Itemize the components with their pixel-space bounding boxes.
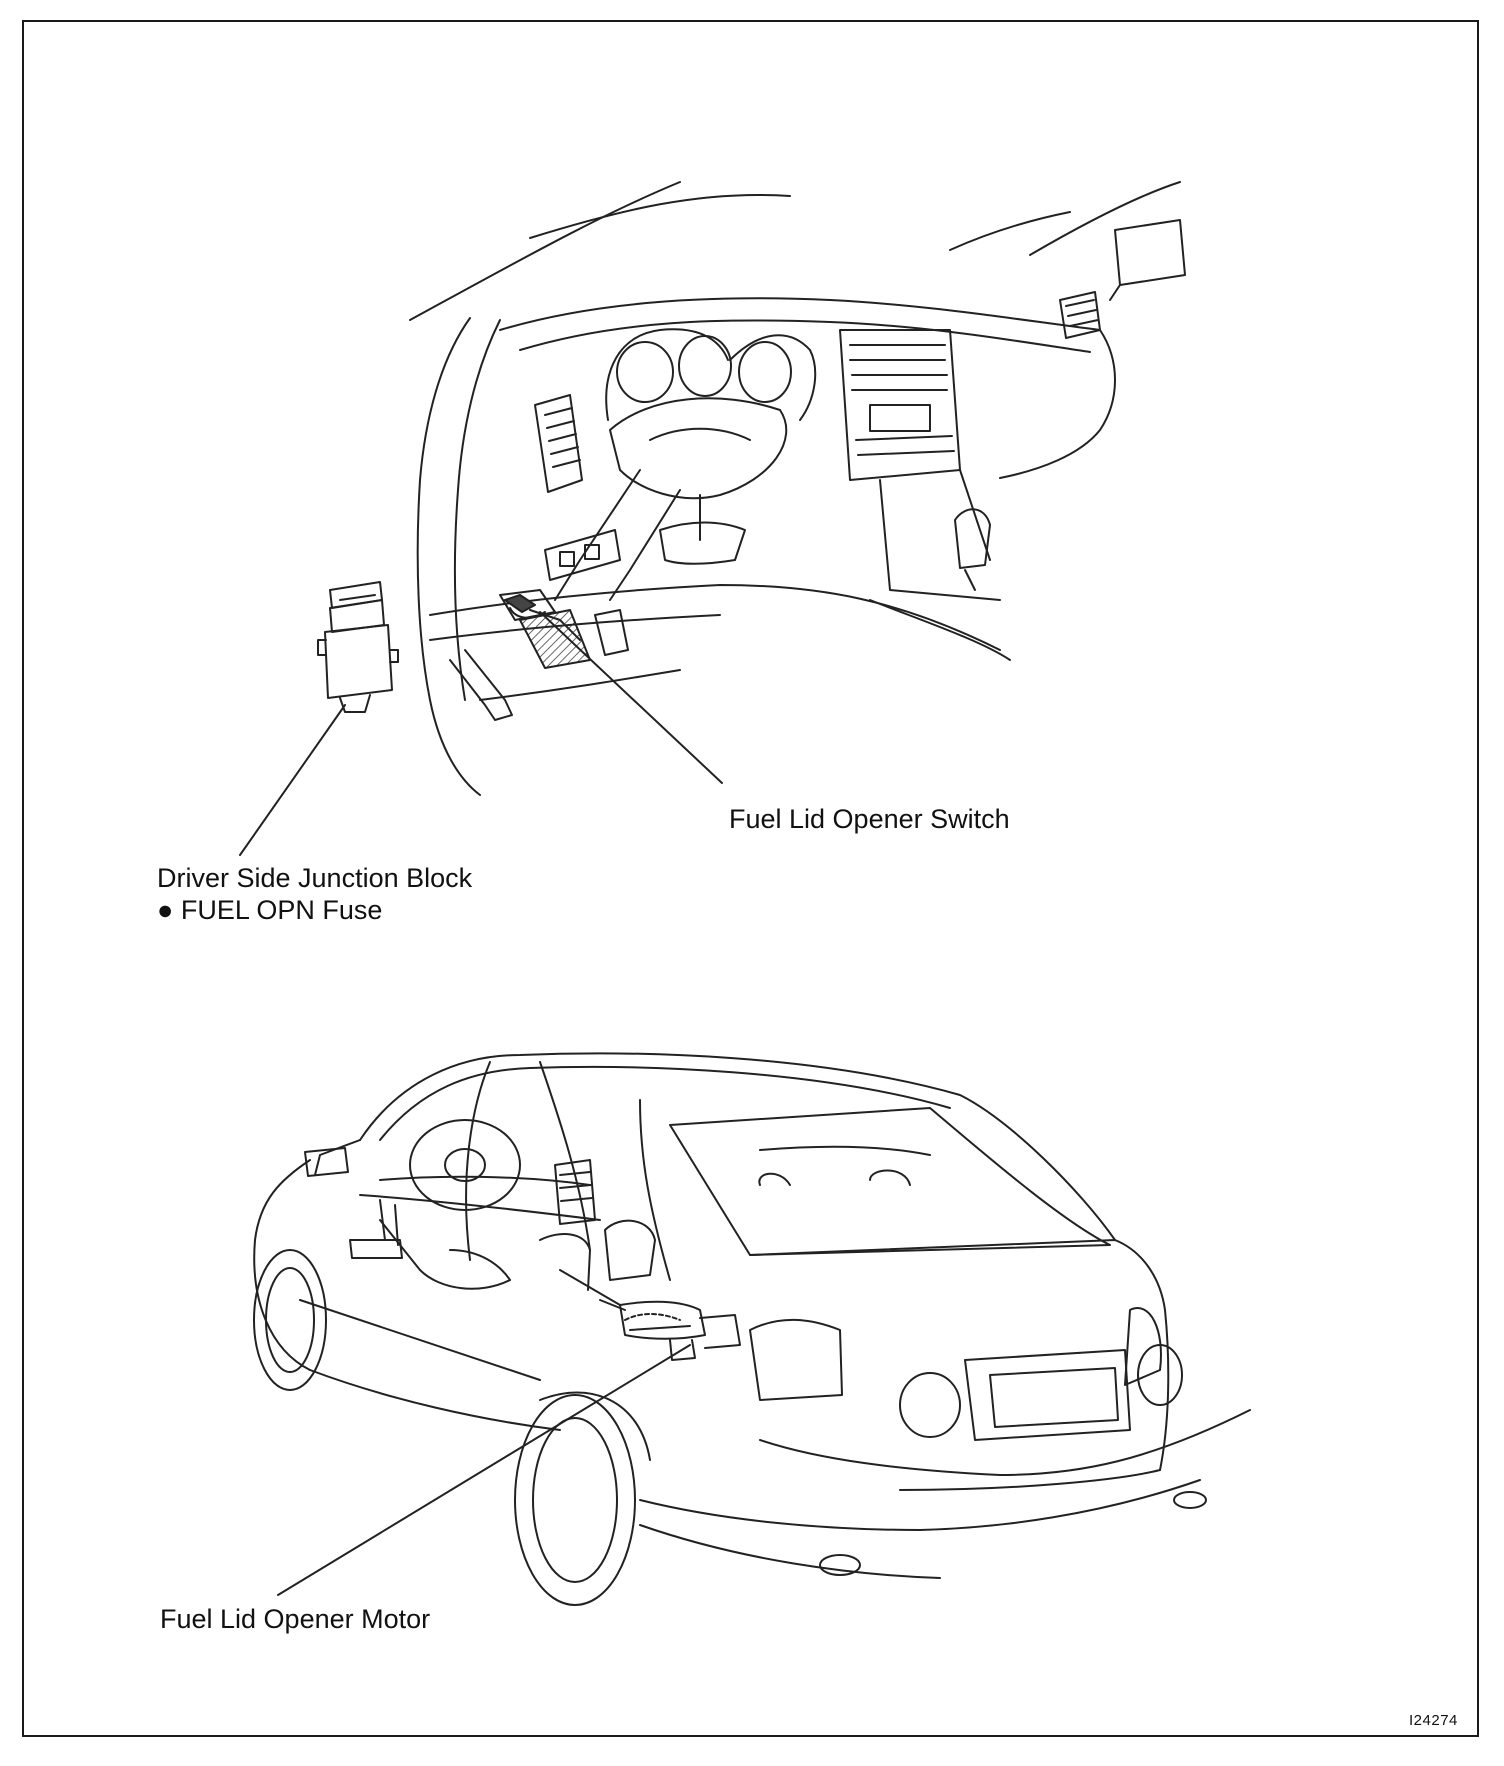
- bullet-icon: ●: [157, 895, 174, 925]
- leader-line-switch: [539, 611, 723, 784]
- label-fuel-lid-opener-motor: Fuel Lid Opener Motor: [160, 1604, 431, 1634]
- label-fuel-lid-opener-switch: Fuel Lid Opener Switch: [729, 804, 1010, 834]
- dashboard-interior-drawing: [409, 181, 1186, 796]
- car-body-drawing: [253, 1052, 1251, 1606]
- leader-line-motor: [277, 1344, 691, 1596]
- label-fuel-opn-fuse: ● FUEL OPN Fuse: [157, 893, 382, 927]
- figure-id: I24274: [1409, 1712, 1458, 1729]
- leader-line-junction-block: [239, 704, 346, 856]
- label-driver-side-junction-block: Driver Side Junction Block: [157, 863, 473, 893]
- fuse-name: FUEL OPN Fuse: [180, 895, 383, 925]
- junction-block-drawing: [317, 581, 399, 713]
- figure-frame: [22, 20, 1479, 1737]
